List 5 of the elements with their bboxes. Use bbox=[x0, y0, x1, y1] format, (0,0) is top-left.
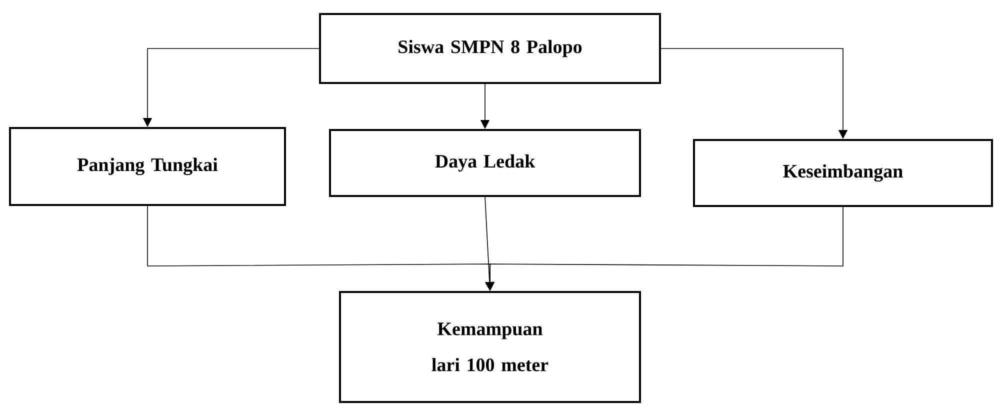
process-box: Panjang Tungkai bbox=[9, 127, 286, 206]
process-box: Daya Ledak bbox=[329, 129, 641, 197]
process-box: Siswa SMPN 8 Palopo bbox=[319, 13, 661, 84]
process-box: Kemampuan lari 100 meter bbox=[339, 290, 641, 403]
process-box: Keseimbangan bbox=[693, 139, 993, 207]
